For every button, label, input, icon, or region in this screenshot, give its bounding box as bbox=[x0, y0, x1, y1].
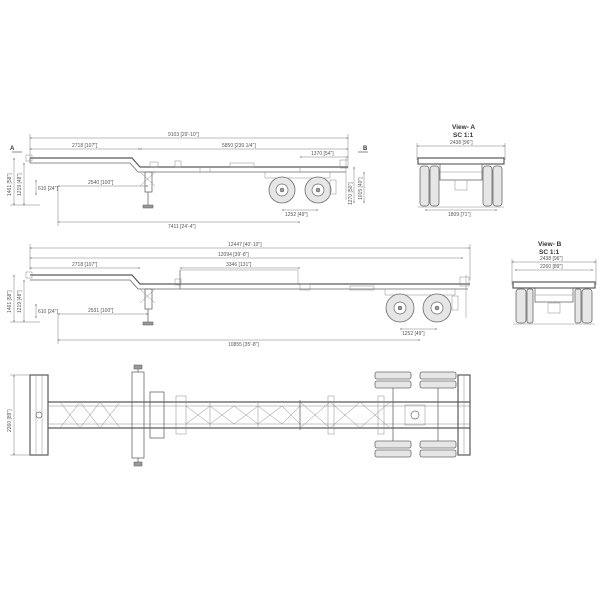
dim-overall: 9103 [29'-10"] bbox=[168, 132, 199, 138]
dim-h-left-inner: 1219 [48"] bbox=[17, 173, 23, 196]
view-a-width-top: 2438 [96"] bbox=[450, 140, 473, 146]
view-b-width-mid: 2260 [89"] bbox=[540, 264, 563, 270]
view-b: View- B SC 1:1 2438 [96"] 2260 [89"] bbox=[511, 241, 597, 325]
mid-dim-h-left-outer: 1461 [58"] bbox=[7, 290, 13, 313]
view-a: View- A SC 1:1 2438 [96"] 1809 [71"] bbox=[416, 124, 506, 218]
dim-bottom: 7411 [24'-4"] bbox=[168, 224, 196, 230]
mid-dim-middle: 3346 [131"] bbox=[226, 262, 252, 268]
mid-dim-second: 12094 [39'-8"] bbox=[218, 252, 249, 258]
view-b-title: View- B bbox=[538, 241, 562, 248]
plan-width: 2260 [89"] bbox=[7, 409, 13, 432]
dim-axle-spread: 1252 [49"] bbox=[285, 212, 308, 218]
mid-dim-h-left-inner: 1219 [48"] bbox=[17, 290, 23, 313]
mid-dim-kingpin-offset: 2718 [107"] bbox=[72, 262, 98, 268]
dim-kingpin-offset: 2718 [107"] bbox=[72, 143, 98, 149]
view-a-scale: SC 1:1 bbox=[453, 132, 474, 139]
view-b-width-top: 2438 [96"] bbox=[540, 256, 563, 262]
mid-dim-landing-gear: 2531 [100"] bbox=[88, 308, 114, 314]
mid-dim-h-small: 610 [24"] bbox=[38, 309, 58, 315]
mid-elevation: 12447 [40'-10"] 12094 [39'-8"] 2718 [107… bbox=[7, 242, 471, 348]
mid-dim-bottom: 10855 [35'-8"] bbox=[228, 342, 259, 348]
dim-middle: 5850 [230 1/4"] bbox=[222, 143, 256, 149]
dim-h-right-inner: 1015 [40"] bbox=[358, 177, 364, 200]
plan-view: 2260 [89"] bbox=[7, 364, 471, 467]
view-b-scale: SC 1:1 bbox=[539, 249, 560, 256]
dim-landing-gear: 2540 [100"] bbox=[88, 180, 114, 186]
view-a-width-bottom: 1809 [71"] bbox=[448, 212, 471, 218]
dim-h-small: 610 [24"] bbox=[38, 186, 58, 192]
dim-h-right-outer: 1270 [50"] bbox=[348, 182, 354, 205]
view-a-title: View- A bbox=[452, 124, 475, 131]
marker-a: A bbox=[10, 146, 15, 152]
mid-dim-axle-spread: 1252 [49"] bbox=[402, 331, 425, 337]
top-elevation: A B 9103 [29'-10"] 2718 [107"] 5850 [230… bbox=[7, 132, 368, 230]
marker-b: B bbox=[363, 146, 368, 152]
dim-rear-overhang: 1370 [54"] bbox=[311, 151, 334, 157]
dim-h-left-outer: 1461 [58"] bbox=[7, 173, 13, 196]
mid-dim-overall: 12447 [40'-10"] bbox=[228, 242, 262, 248]
